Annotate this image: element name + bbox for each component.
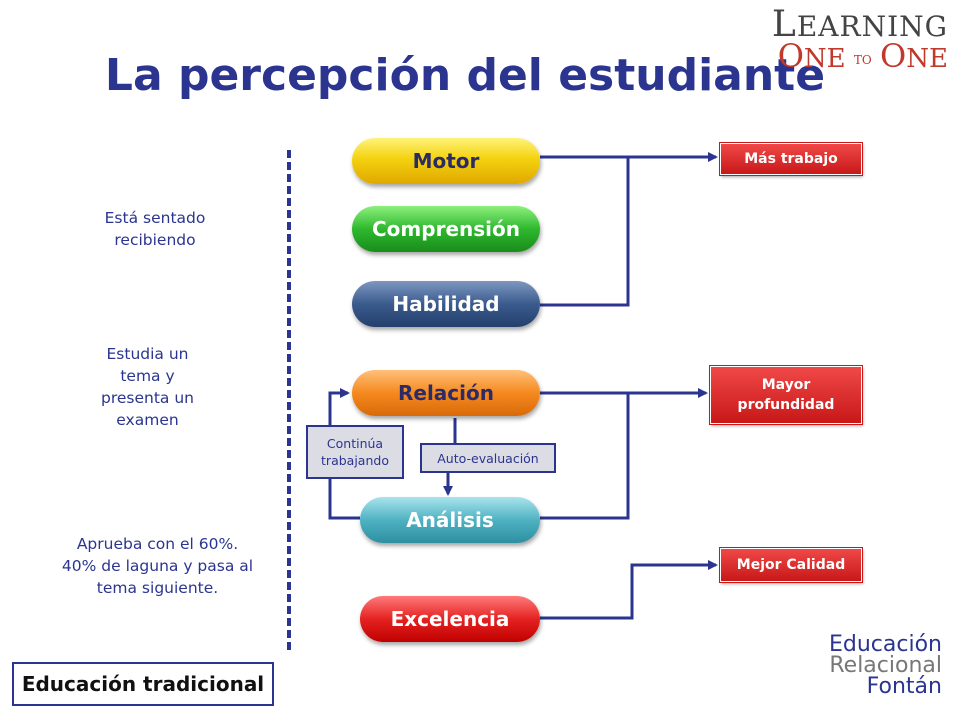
note-aprueba: Aprueba con el 60%. 40% de laguna y pasa… — [61, 535, 254, 597]
brand-letter: F — [866, 674, 879, 699]
brand-text: elacional — [843, 653, 942, 678]
brand-text: ducación — [842, 632, 942, 657]
oval-motor: Motor — [352, 138, 540, 184]
arrow-mejor-calidad — [540, 560, 718, 620]
oval-excelencia: Excelencia — [360, 596, 540, 642]
logo-to: TO — [853, 53, 872, 67]
logo-text: NE — [906, 44, 948, 74]
logo-letter: L — [771, 4, 797, 45]
note-sentado: Está sentado recibiendo — [104, 209, 206, 249]
box-auto-evaluacion: Auto-evaluación — [420, 443, 556, 473]
learning-one-to-one-logo: LEARNING ONE TO ONE — [772, 4, 948, 75]
oval-comprension: Comprensión — [352, 206, 540, 252]
oval-relacion: Relación — [352, 370, 540, 416]
brand-letter: E — [828, 632, 843, 657]
logo-text: NE — [803, 44, 846, 74]
logo-letter: O — [777, 37, 804, 75]
result-mejor-calidad: Mejor Calidad — [720, 548, 862, 582]
dashed-divider — [287, 150, 291, 650]
result-mayor-profundidad: Mayor profundidad — [710, 366, 862, 424]
slide-title: La percepción del estudiante — [104, 50, 826, 101]
oval-analisis: Análisis — [360, 497, 540, 543]
brand-letter: R — [829, 653, 844, 678]
result-mas-trabajo: Más trabajo — [720, 143, 862, 175]
label-educacion-tradicional: Educación tradicional — [12, 662, 274, 706]
logo-letter: O — [880, 37, 907, 75]
brand-text: ontán — [878, 674, 942, 699]
oval-habilidad: Habilidad — [352, 281, 540, 327]
box-continua-trabajando: Continúa trabajando — [306, 425, 404, 479]
note-estudia: Estudia un tema y presenta un examen — [101, 345, 194, 429]
group-mid-bracket — [540, 391, 630, 520]
educacion-relacional-brand: Educación Relacional Fontán — [828, 632, 942, 699]
logo-text: EARNING — [796, 10, 948, 43]
group-top-bracket — [540, 155, 630, 307]
